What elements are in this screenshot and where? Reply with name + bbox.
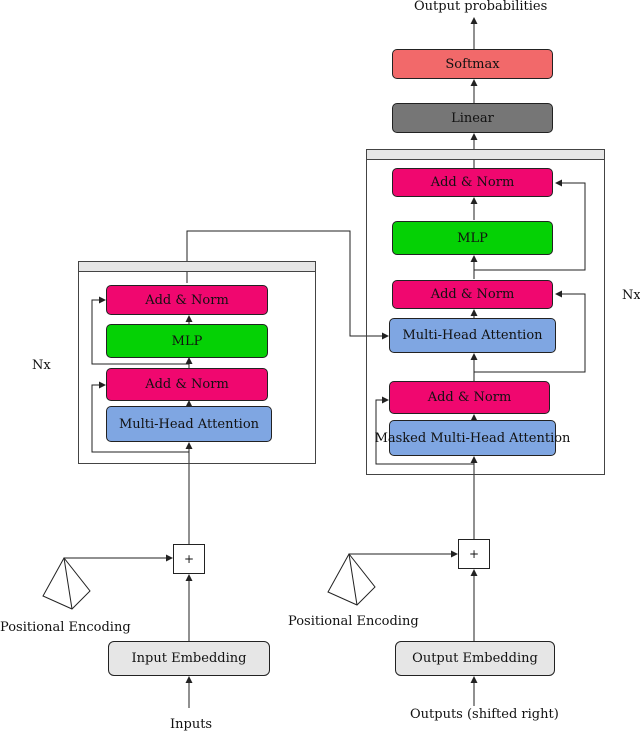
encoder-attention-block: Multi-Head Attention (106, 406, 272, 442)
decoder-cross-attention-block: Multi-Head Attention (389, 318, 556, 353)
encoder-add-node: + (173, 544, 205, 574)
decoder-add-norm-top: Add & Norm (392, 168, 553, 197)
positional-encoding-pyramid-icon (327, 553, 376, 606)
inputs-label: Inputs (170, 717, 213, 732)
encoder-add-norm-bottom: Add & Norm (106, 368, 268, 401)
masked-attention-block: Masked Multi-Head Attention (375, 420, 570, 456)
decoder-mlp-block: MLP (392, 221, 553, 255)
outputs-shifted-label: Outputs (shifted right) (410, 707, 559, 722)
encoder-mlp-block: MLP (106, 324, 268, 358)
decoder-add-norm-mid: Add & Norm (392, 280, 553, 309)
decoder-stack-frame (366, 149, 605, 475)
linear-block: Linear (392, 103, 553, 133)
positional-encoding-pyramid-icon (42, 557, 91, 610)
encoder-positional-encoding-label: Positional Encoding (0, 620, 131, 635)
decoder-add-norm-bottom: Add & Norm (389, 381, 550, 414)
output-embedding-block: Output Embedding (395, 641, 555, 676)
encoder-add-norm-top: Add & Norm (106, 285, 268, 315)
encoder-nx-label: Nx (32, 358, 51, 373)
input-embedding-block: Input Embedding (108, 641, 270, 676)
decoder-add-node: + (458, 539, 490, 569)
encoder-stack-frame (78, 261, 316, 464)
softmax-block: Softmax (392, 49, 553, 79)
output-probabilities-label: Output probabilities (414, 0, 548, 14)
decoder-positional-encoding-label: Positional Encoding (288, 614, 419, 629)
decoder-nx-label: Nx (622, 288, 640, 303)
encoder-frame-header (79, 262, 315, 272)
decoder-frame-header (367, 150, 604, 160)
